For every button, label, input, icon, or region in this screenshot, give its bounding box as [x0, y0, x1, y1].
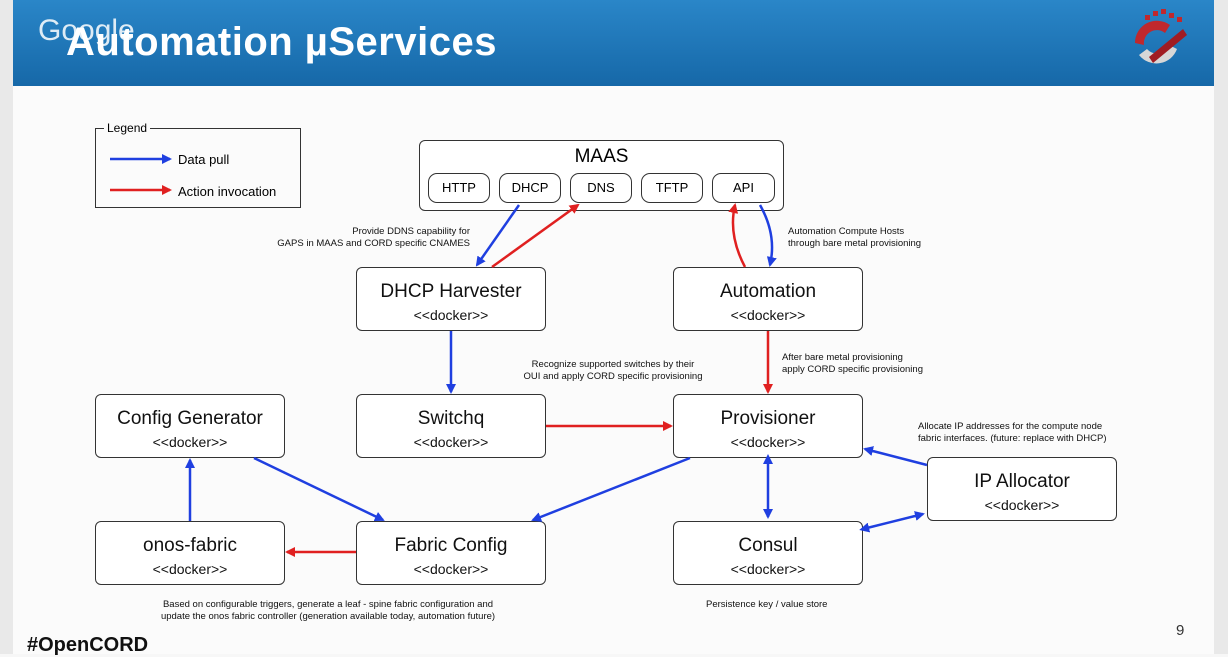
config-generator-name: Config Generator: [117, 408, 263, 429]
note-baremetal-line1: After bare metal provisioning: [782, 352, 903, 363]
note-ip-line1: Allocate IP addresses for the compute no…: [918, 421, 1103, 432]
ip-allocator-box: IP Allocator <<docker>>: [927, 457, 1117, 521]
left-letterbox: [0, 0, 13, 654]
note-baremetal: After bare metal provisioning apply CORD…: [782, 352, 923, 376]
arrow-provisioner-to-fabricconfig: [531, 456, 691, 522]
arrow-harvester-to-dns: [491, 203, 580, 269]
hashtag: #OpenCORD: [27, 634, 149, 656]
automation-sub: <<docker>>: [730, 307, 806, 323]
consul-box: Consul <<docker>>: [673, 521, 863, 585]
onos-fabric-sub: <<docker>>: [152, 561, 228, 577]
right-letterbox: [1214, 0, 1228, 654]
note-compute-line2: through bare metal provisioning: [788, 238, 922, 249]
config-generator-sub: <<docker>>: [152, 434, 228, 450]
google-watermark: Google: [38, 14, 135, 47]
note-switches-line1: Recognize supported switches by their: [531, 359, 695, 370]
note-consul-line1: Persistence key / value store: [706, 599, 828, 610]
note-ddns-line2: GAPS in MAAS and CORD specific CNAMES: [277, 238, 470, 249]
note-switches-line2: OUI and apply CORD specific provisioning: [523, 371, 703, 382]
onos-fabric-name: onos-fabric: [143, 535, 237, 556]
slide-title: Automation µServices: [66, 20, 497, 64]
dhcp-harvester-name: DHCP Harvester: [380, 281, 522, 302]
ip-allocator-sub: <<docker>>: [984, 497, 1060, 513]
maas-dns: DNS: [570, 173, 632, 203]
config-generator-box: Config Generator <<docker>>: [95, 394, 285, 458]
slide-header: [13, 0, 1214, 86]
page-number: 9: [1176, 622, 1185, 639]
arrow-automation-to-api: [728, 203, 747, 268]
onos-fabric-box: onos-fabric <<docker>>: [95, 521, 285, 585]
legend: Legend Data pull Action invocation: [95, 121, 301, 208]
note-fabric-line2: update the onos fabric controller (gener…: [160, 611, 496, 622]
ip-allocator-name: IP Allocator: [974, 471, 1070, 492]
note-fabric: Based on configurable triggers, generate…: [118, 599, 538, 623]
legend-title: Legend: [104, 121, 151, 135]
automation-name: Automation: [719, 281, 817, 302]
note-compute: Automation Compute Hosts through bare me…: [788, 226, 921, 250]
note-consul: Persistence key / value store: [706, 599, 827, 611]
cord-logo-icon: [1134, 9, 1187, 64]
consul-sub: <<docker>>: [730, 561, 806, 577]
note-fabric-line1: Based on configurable triggers, generate…: [162, 599, 494, 610]
note-baremetal-line2: apply CORD specific provisioning: [782, 364, 923, 375]
maas-api: API: [712, 173, 775, 203]
maas-http: HTTP: [428, 173, 490, 203]
dhcp-harvester-sub: <<docker>>: [413, 307, 489, 323]
legend-action-invocation-label: Action invocation: [178, 184, 277, 199]
arrow-consul-ipallocator: [859, 511, 925, 533]
fabric-config-name: Fabric Config: [394, 535, 508, 556]
provisioner-sub: <<docker>>: [730, 434, 806, 450]
switchq-box: Switchq <<docker>>: [356, 394, 546, 458]
maas-title: MAAS: [574, 146, 629, 167]
automation-box: Automation <<docker>>: [673, 267, 863, 331]
fabric-config-box: Fabric Config <<docker>>: [356, 521, 546, 585]
arrow-api-to-automation: [758, 204, 777, 267]
maas-dhcp: DHCP: [499, 173, 561, 203]
note-ip: Allocate IP addresses for the compute no…: [918, 421, 1106, 445]
arrow-ipallocator-to-provisioner: [863, 446, 928, 467]
provisioner-box: Provisioner <<docker>>: [673, 394, 863, 458]
note-compute-line1: Automation Compute Hosts: [788, 226, 905, 237]
arrow-configgen-to-fabricconfig: [253, 456, 385, 522]
legend-data-pull-label: Data pull: [178, 152, 230, 167]
note-switches: Recognize supported switches by their OU…: [498, 359, 728, 383]
switchq-sub: <<docker>>: [413, 434, 489, 450]
switchq-name: Switchq: [417, 408, 485, 429]
arrow-dhcp-to-harvester: [475, 204, 521, 267]
note-ddns: Provide DDNS capability for GAPS in MAAS…: [254, 226, 470, 250]
note-ip-line2: fabric interfaces. (future: replace with…: [918, 433, 1107, 444]
provisioner-name: Provisioner: [720, 408, 816, 429]
maas-tftp: TFTP: [641, 173, 703, 203]
fabric-config-sub: <<docker>>: [413, 561, 489, 577]
note-ddns-line1: Provide DDNS capability for: [352, 226, 470, 237]
dhcp-harvester-box: DHCP Harvester <<docker>>: [356, 267, 546, 331]
consul-name: Consul: [738, 535, 798, 556]
